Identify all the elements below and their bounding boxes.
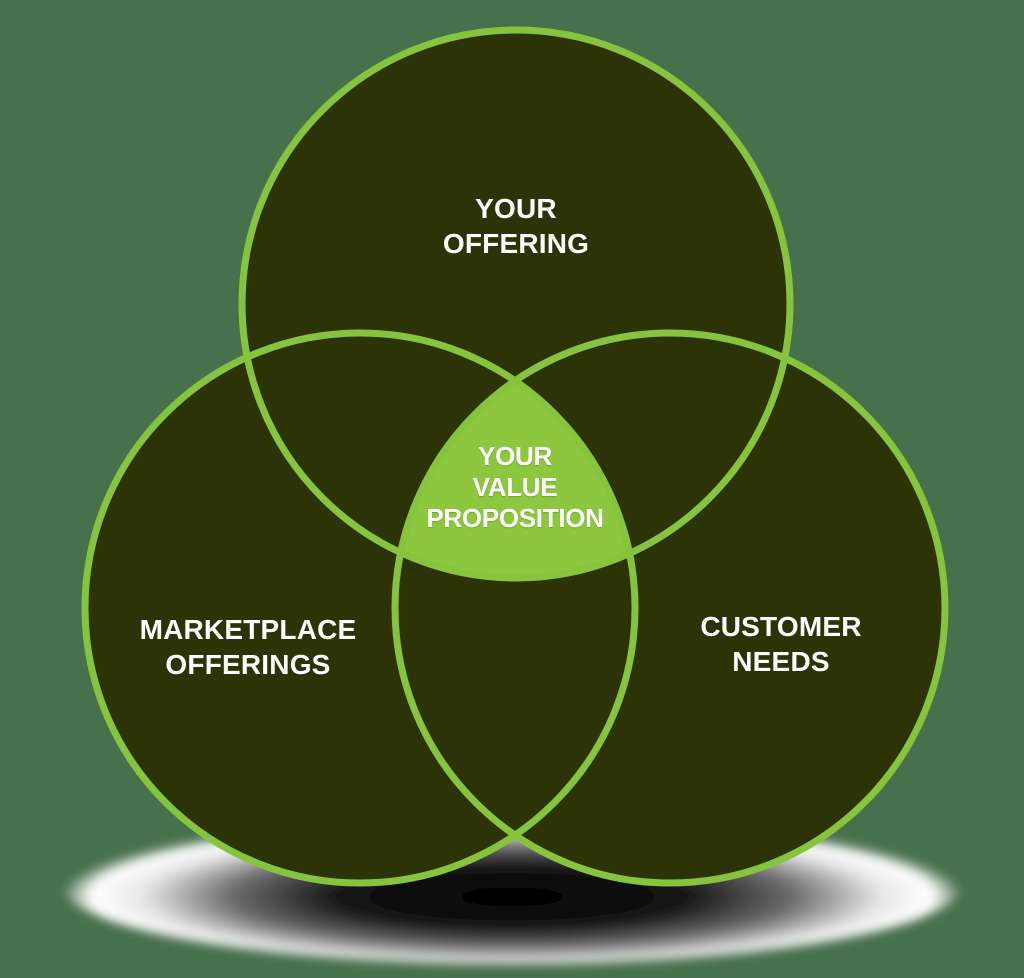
- label-your-value-proposition-line1: YOUR: [478, 441, 552, 471]
- left-circle-outline: [81, 329, 639, 887]
- label-your-offering: YOUR OFFERING: [346, 191, 686, 261]
- label-marketplace-offerings-line2: OFFERINGS: [165, 649, 331, 680]
- label-your-value-proposition-line3: PROPOSITION: [426, 503, 604, 533]
- label-your-offering-line1: YOUR: [475, 193, 557, 224]
- label-customer-needs-line2: NEEDS: [732, 646, 830, 677]
- top-circle-outline: [238, 26, 794, 582]
- label-marketplace-offerings: MARKETPLACE OFFERINGS: [78, 612, 418, 682]
- label-customer-needs: CUSTOMER NEEDS: [611, 609, 951, 679]
- label-customer-needs-line1: CUSTOMER: [700, 611, 862, 642]
- label-your-offering-line2: OFFERING: [442, 228, 590, 259]
- label-your-value-proposition-line2: VALUE: [472, 472, 558, 502]
- label-your-value-proposition: YOUR VALUE PROPOSITION: [375, 441, 655, 534]
- center-intersection-shape: [401, 381, 629, 579]
- circle-outlines: [81, 26, 949, 887]
- label-marketplace-offerings-line1: MARKETPLACE: [139, 614, 357, 645]
- right-circle-outline: [391, 329, 949, 887]
